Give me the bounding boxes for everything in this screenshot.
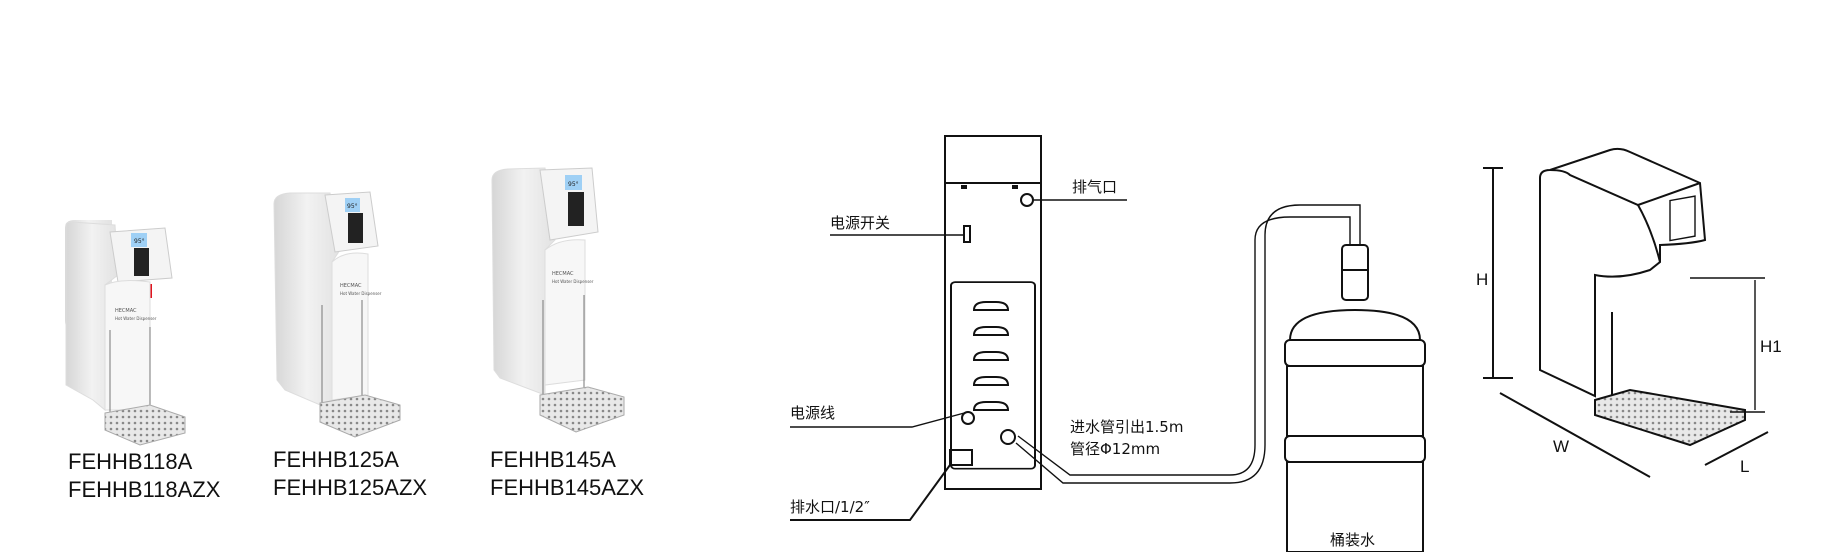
display-temp: 95° — [347, 203, 358, 210]
vent-slots — [972, 301, 1010, 411]
product-fehhb125: 95° HECMAC Hot Water Dispenser FEHHB125A… — [273, 191, 427, 500]
brand-logo: HECMAC — [115, 308, 137, 314]
drain-label: 排水口/1/2″ — [790, 498, 870, 516]
bottled-water-label: 桶装水 — [1330, 531, 1375, 549]
water-bottle-icon — [1284, 244, 1426, 552]
inlet-pipe-length: 进水管引出1.5m — [1070, 418, 1183, 436]
brand-logo: HECMAC — [552, 271, 574, 277]
brand-logo: HECMAC — [340, 283, 362, 289]
width-dimension — [1499, 392, 1651, 478]
screen — [131, 233, 147, 247]
model-label: FEHHB118A — [68, 449, 193, 474]
power-switch-label: 电源开关 — [830, 214, 890, 232]
water-hose — [1015, 204, 1361, 484]
power-cord-label: 电源线 — [790, 404, 835, 422]
spout-height-label: H1 — [1760, 337, 1782, 356]
dimension-drawing: H H1 W L — [1476, 147, 1782, 478]
screen — [565, 175, 582, 190]
vent-icon — [1020, 193, 1034, 207]
model-label: FEHHB125AZX — [273, 475, 427, 500]
width-label: W — [1553, 437, 1569, 456]
model-label: FEHHB145AZX — [490, 475, 644, 500]
brand-subtitle: Hot Water Dispenser — [340, 291, 382, 296]
screen — [345, 198, 360, 212]
display-temp: 95° — [568, 181, 579, 188]
installation-diagram: 排气口 电源开关 电源线 排水口/1/2″ 进水管引出1.5m 管径Φ12mm — [790, 135, 1426, 552]
machine-back-view — [944, 135, 1042, 490]
brand-subtitle: Hot Water Dispenser — [115, 316, 157, 321]
inlet-pipe-diameter: 管径Φ12mm — [1070, 440, 1160, 458]
model-label: FEHHB145A — [490, 447, 616, 472]
product-fehhb118: 95° HECMAC Hot Water Dispenser FEHHB118A… — [65, 220, 221, 502]
height-label: H — [1476, 270, 1488, 289]
drain-valve-icon — [949, 449, 973, 466]
vent-label: 排气口 — [1072, 178, 1117, 196]
model-label: FEHHB118AZX — [68, 477, 221, 502]
vent-panel — [950, 281, 1036, 470]
model-label: FEHHB125A — [273, 447, 399, 472]
display-temp: 95° — [134, 238, 145, 245]
length-dimension — [1704, 431, 1769, 466]
product-fehhb145: 95° HECMAC Hot Water Dispenser FEHHB145A… — [490, 167, 644, 500]
brand-subtitle: Hot Water Dispenser — [552, 279, 594, 284]
length-label: L — [1740, 457, 1749, 476]
power-switch-icon — [963, 225, 971, 243]
water-inlet-icon — [1000, 429, 1016, 445]
